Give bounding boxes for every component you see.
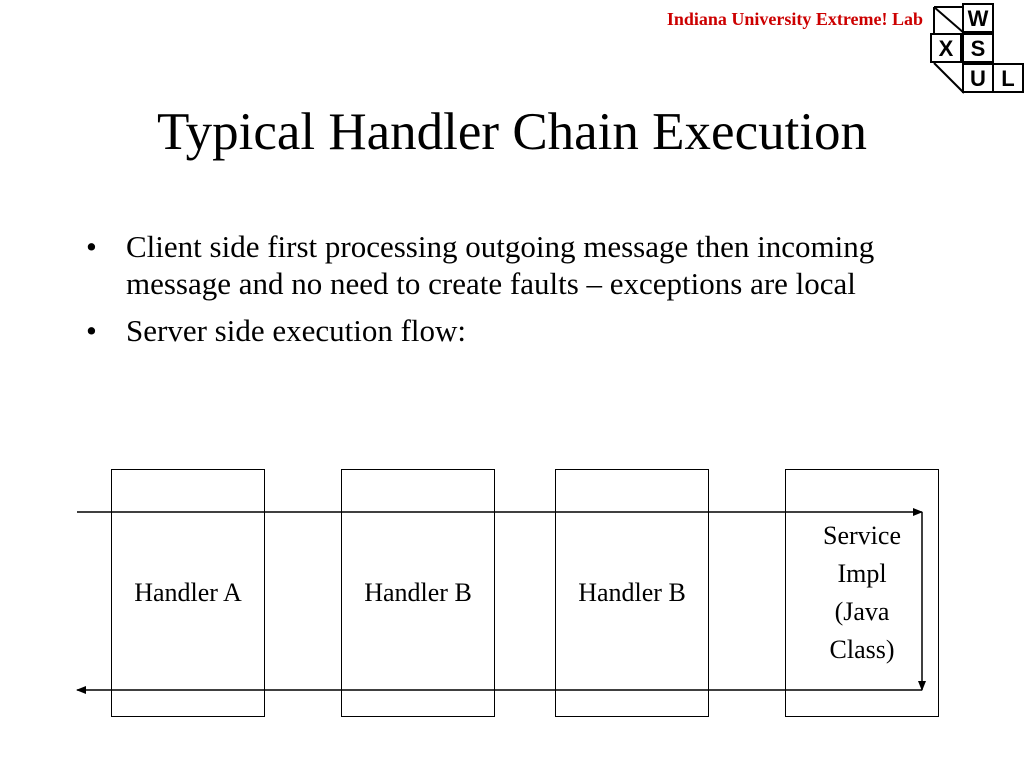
handler-box-b-first: Handler B <box>341 469 495 717</box>
handler-box-a: Handler A <box>111 469 265 717</box>
service-impl-box: Service Impl (Java Class) <box>785 469 939 717</box>
handler-label: Handler A <box>134 578 242 607</box>
bullet-text: Server side execution flow: <box>126 313 467 348</box>
slide-title: Typical Handler Chain Execution <box>156 103 868 161</box>
bullet-item-client-side: • Client side first processing outgoing … <box>86 228 946 302</box>
bullet-dot-icon: • <box>86 229 97 264</box>
handler-label: Handler B <box>578 578 686 607</box>
logo-letter-u: U <box>962 63 994 93</box>
handler-box-b-second: Handler B <box>555 469 709 717</box>
handler-label: Handler B <box>364 578 472 607</box>
logo-letter-w: W <box>962 3 994 33</box>
lab-name: Indiana University Extreme! Lab <box>666 9 923 29</box>
bullet-text: Client side first processing outgoing me… <box>126 229 875 301</box>
wxsul-logo: W X S U L <box>928 1 1024 97</box>
bullet-item-server-side: • Server side execution flow: <box>86 312 946 349</box>
bullet-dot-icon: • <box>86 313 97 348</box>
service-label: Service Impl (Java Class) <box>823 521 901 664</box>
bullet-list: • Client side first processing outgoing … <box>86 228 946 359</box>
logo-letter-l: L <box>992 63 1024 93</box>
logo-letter-s: S <box>962 33 994 63</box>
logo-letter-x: X <box>930 33 962 63</box>
